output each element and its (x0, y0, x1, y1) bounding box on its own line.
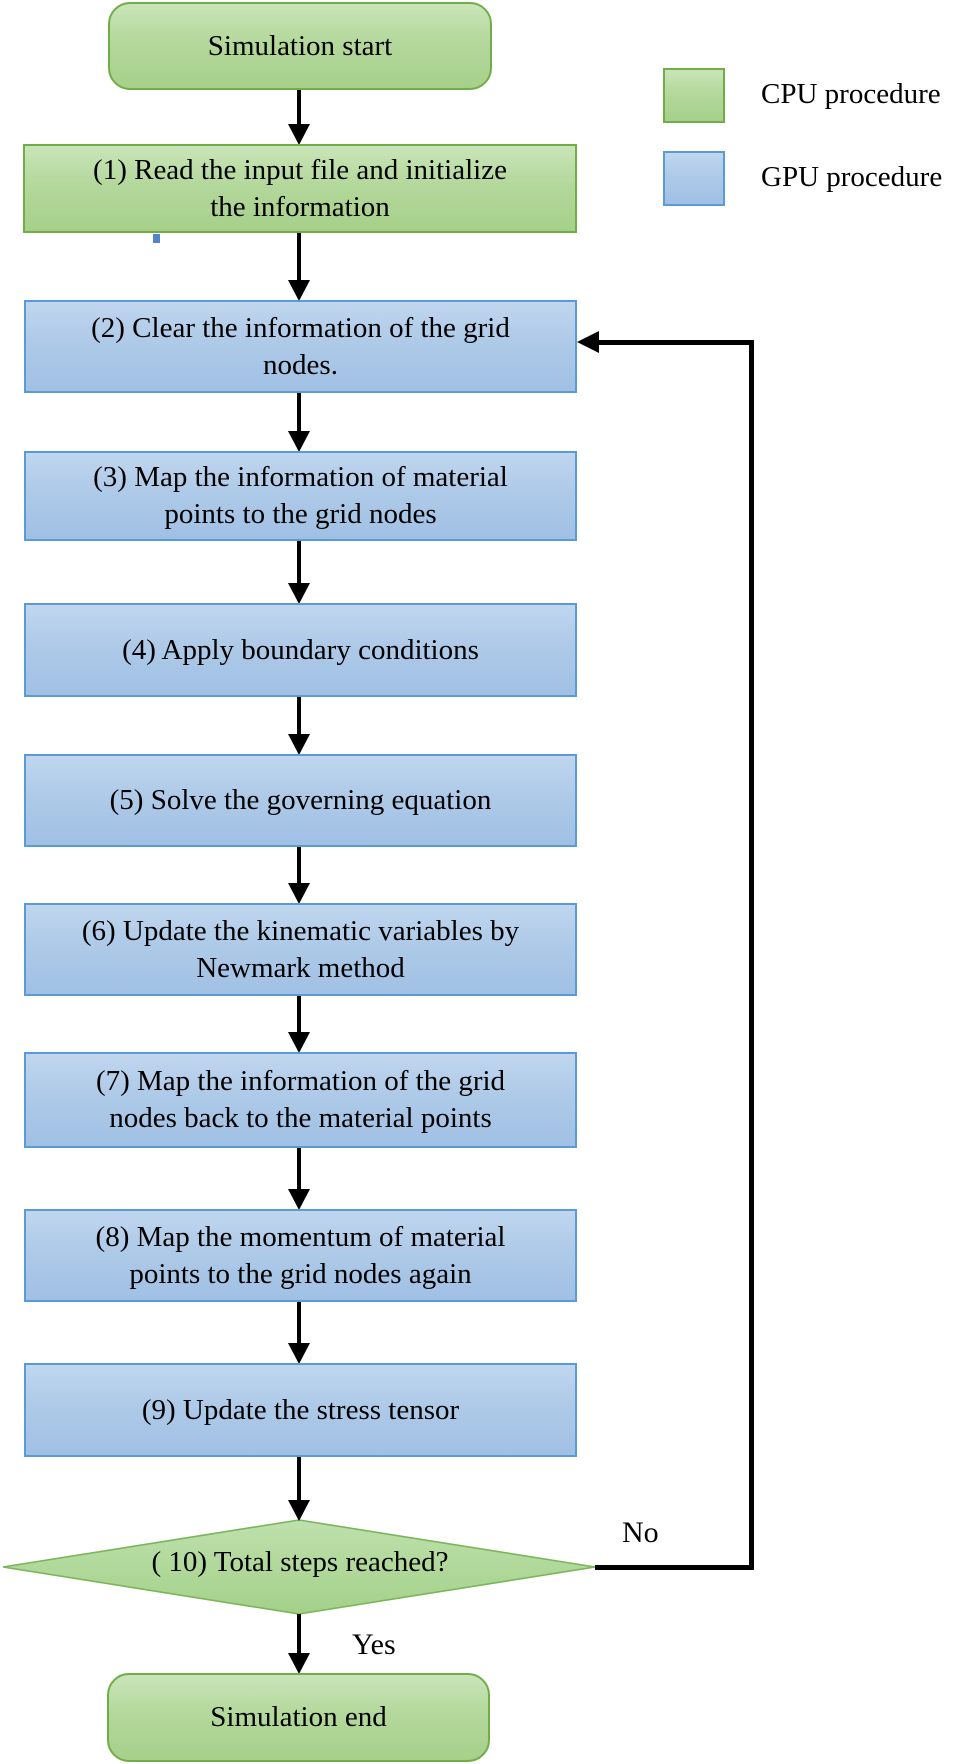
arrow-4-to-5 (297, 697, 301, 736)
arrow-9-to-decision (297, 1457, 301, 1502)
legend-gpu-label: GPU procedure (761, 161, 943, 193)
arrowhead-down-icon (288, 124, 310, 145)
node-step-9: (9) Update the stress tensor (24, 1363, 577, 1457)
decision-label: ( 10) Total steps reached? (151, 1546, 449, 1578)
no-branch-line-vertical (749, 340, 754, 1570)
node-step-8: (8) Map the momentum of material points … (24, 1209, 577, 1302)
stray-mark (153, 234, 160, 243)
node-step-4: (4) Apply boundary conditions (24, 603, 577, 697)
arrowhead-down-icon (288, 1032, 310, 1053)
node-step-7: (7) Map the information of the grid node… (24, 1052, 577, 1148)
node-step-3: (3) Map the information of material poin… (24, 451, 577, 541)
node-step-5: (5) Solve the governing equation (24, 754, 577, 847)
arrow-start-to-1 (297, 90, 301, 126)
arrow-3-to-4 (297, 541, 301, 585)
node-end: Simulation end (107, 1673, 490, 1762)
node-start: Simulation start (108, 2, 492, 90)
node-step-1: (1) Read the input file and initialize t… (23, 144, 577, 233)
arrowhead-left-icon (577, 331, 599, 353)
no-branch-line-horizontal (595, 1565, 753, 1570)
legend-cpu-swatch (663, 68, 725, 123)
arrow-8-to-9 (297, 1302, 301, 1345)
arrowhead-down-icon (288, 883, 310, 904)
arrowhead-down-icon (288, 1653, 310, 1674)
legend-gpu-swatch (663, 151, 725, 206)
arrow-6-to-7 (297, 996, 301, 1034)
arrowhead-down-icon (288, 1500, 310, 1521)
arrow-7-to-8 (297, 1148, 301, 1191)
arrow-1-to-2 (297, 233, 301, 282)
arrow-2-to-3 (297, 393, 301, 433)
no-branch-line-top (597, 340, 752, 345)
arrowhead-down-icon (288, 583, 310, 604)
arrow-5-to-6 (297, 847, 301, 885)
legend-cpu-label: CPU procedure (761, 78, 941, 110)
arrow-decision-to-end (297, 1614, 301, 1655)
arrowhead-down-icon (288, 280, 310, 301)
node-step-6: (6) Update the kinematic variables by Ne… (24, 903, 577, 996)
arrowhead-down-icon (288, 734, 310, 755)
no-branch-label: No (622, 1516, 659, 1549)
node-step-2: (2) Clear the information of the grid no… (24, 300, 577, 393)
arrowhead-down-icon (288, 431, 310, 452)
arrowhead-down-icon (288, 1189, 310, 1210)
yes-branch-label: Yes (352, 1628, 396, 1661)
arrowhead-down-icon (288, 1343, 310, 1364)
